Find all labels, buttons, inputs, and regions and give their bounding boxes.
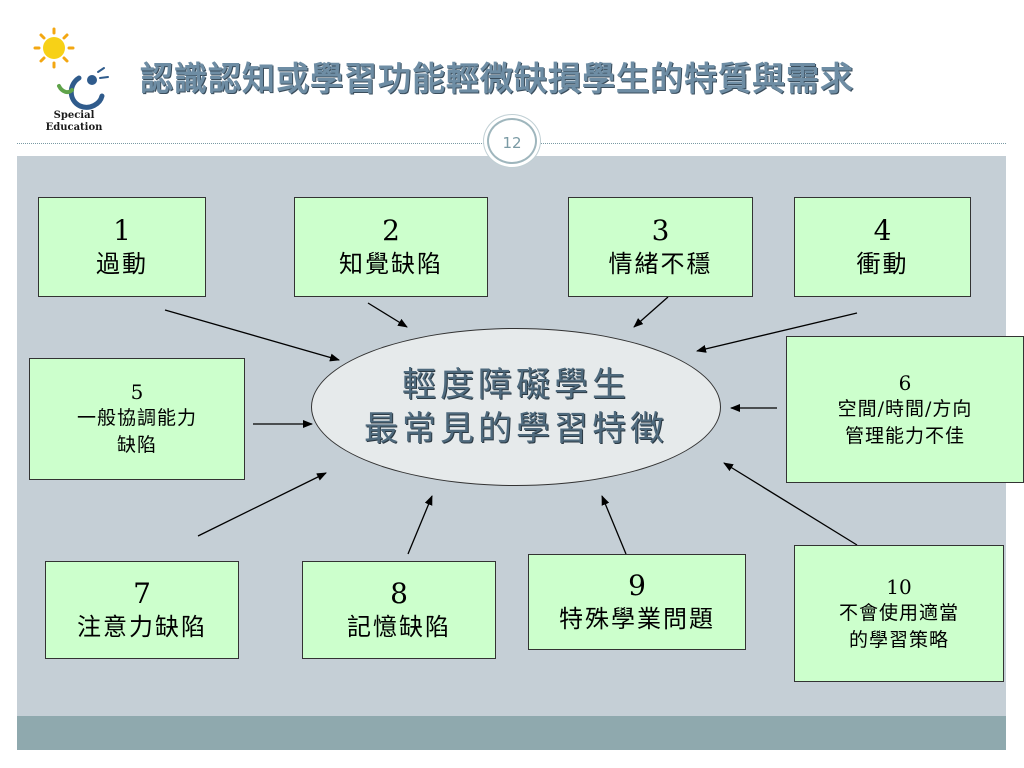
node-label: 過動 xyxy=(96,250,148,278)
page-number: 12 xyxy=(487,118,537,164)
node-number: 9 xyxy=(628,569,646,602)
node-number: 8 xyxy=(390,577,408,610)
logo-caption-line2: Education xyxy=(45,122,103,133)
node-number: 7 xyxy=(133,577,151,610)
node-4-impulsivity: 4 衝動 xyxy=(794,197,971,297)
arrow-7 xyxy=(197,472,327,537)
node-label: 知覺缺陷 xyxy=(339,250,443,278)
central-ellipse-line1: 輕度障礙學生 xyxy=(402,365,630,405)
node-number: 5 xyxy=(130,380,144,404)
node-number: 6 xyxy=(898,370,912,395)
node-label: 情緒不穩 xyxy=(608,250,713,278)
node-5-coordination-deficit: 5 一般協調能力 缺陷 xyxy=(29,358,245,480)
node-10-learning-strategies: 10 不會使用適當 的學習策略 xyxy=(794,545,1004,682)
node-number: 1 xyxy=(113,214,131,247)
sun-icon xyxy=(33,27,75,69)
node-label-line1: 一般協調能力 xyxy=(76,407,197,429)
node-label-line2: 的學習策略 xyxy=(848,628,949,651)
node-label-line2: 缺陷 xyxy=(116,434,157,456)
node-8-memory-deficit: 8 記憶缺陷 xyxy=(302,561,496,659)
node-3-emotional-instability: 3 情緒不穩 xyxy=(568,197,753,297)
special-education-logo xyxy=(33,27,109,110)
arrow-4 xyxy=(696,312,858,353)
central-ellipse: 輕度障礙學生 最常見的學習特徵 xyxy=(311,328,721,486)
figure-icon xyxy=(57,67,109,110)
node-number: 3 xyxy=(651,214,670,247)
node-number: 4 xyxy=(873,214,892,247)
node-label: 記憶缺陷 xyxy=(347,613,451,641)
arrow-8 xyxy=(407,495,433,555)
arrow-1 xyxy=(164,309,340,362)
node-label: 特殊學業問題 xyxy=(559,605,715,633)
node-number: 2 xyxy=(382,214,400,247)
arrow-9 xyxy=(601,495,627,555)
node-2-perceptual-deficit: 2 知覺缺陷 xyxy=(294,197,488,297)
arrow-3 xyxy=(633,296,669,328)
arrow-2 xyxy=(367,302,408,328)
node-1-hyperactivity: 1 過動 xyxy=(38,197,206,297)
logo-caption: Special Education xyxy=(26,110,122,134)
page-title: 認識認知或學習功能輕微缺損學生的特質與需求 xyxy=(140,59,854,98)
node-label-line1: 不會使用適當 xyxy=(838,601,959,624)
footer-band xyxy=(17,716,1006,750)
node-label: 注意力缺陷 xyxy=(77,613,207,641)
node-7-attention-deficit: 7 注意力缺陷 xyxy=(45,561,239,659)
arrow-10 xyxy=(723,462,858,546)
central-ellipse-line2: 最常見的學習特徵 xyxy=(364,409,668,449)
node-number: 10 xyxy=(886,574,912,599)
node-label-line2: 管理能力不佳 xyxy=(844,424,965,447)
node-9-academic-problems: 9 特殊學業問題 xyxy=(528,554,746,650)
node-label: 衝動 xyxy=(856,250,909,278)
node-6-spatial-time-direction: 6 空間/時間/方向 管理能力不佳 xyxy=(786,336,1024,483)
logo-caption-line1: Special xyxy=(53,110,95,121)
node-label-line1: 空間/時間/方向 xyxy=(837,397,973,420)
